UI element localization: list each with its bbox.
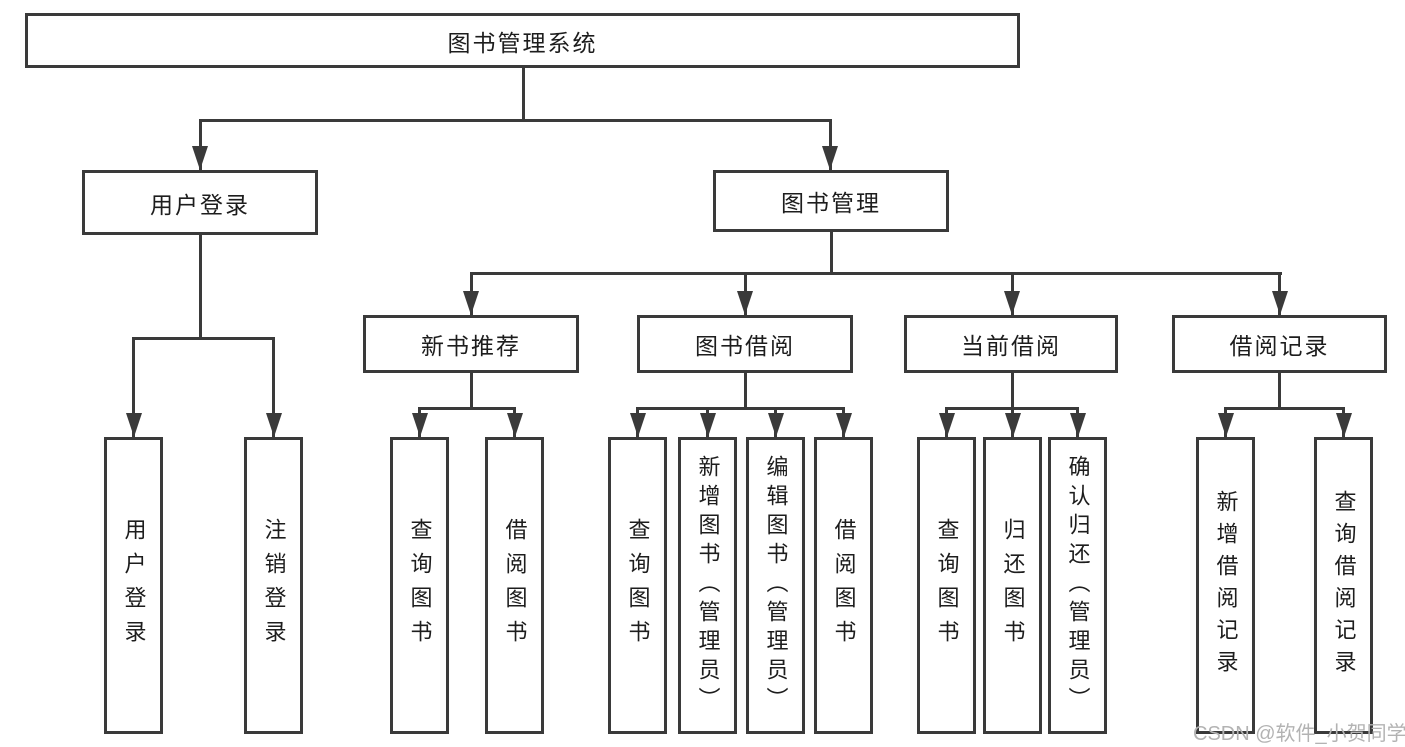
leaf-edit-book-admin: 编辑图书（管理员） <box>746 437 805 734</box>
connector-line <box>1224 407 1345 410</box>
node-label: 新增图书（管理员） <box>695 455 721 716</box>
node-label: 编辑图书（管理员） <box>763 455 789 716</box>
arrow-down-icon <box>1004 413 1021 437</box>
connector-line <box>132 337 135 437</box>
arrow-down-icon <box>1335 413 1352 437</box>
watermark-text: CSDN @软件_小贺同学 <box>1193 723 1405 745</box>
arrow-down-icon <box>737 291 753 315</box>
leaf-query-book-borrow: 查询图书 <box>608 437 667 734</box>
node-label: 查询图书 <box>407 517 433 654</box>
arrow-down-icon <box>629 413 646 437</box>
arrow-down-icon <box>822 146 838 170</box>
connector-line <box>272 337 275 437</box>
arrow-down-icon <box>1271 291 1288 315</box>
connector-line <box>469 272 1282 275</box>
arrow-down-icon <box>767 413 784 437</box>
connector-line <box>198 235 202 340</box>
node-label: 图书借阅 <box>695 333 795 359</box>
arrow-down-icon <box>265 413 282 437</box>
connector-line <box>132 337 275 340</box>
node-label: 用户登录 <box>150 191 250 218</box>
connector-line <box>198 119 202 170</box>
connector-line <box>418 407 516 410</box>
connector-line <box>636 407 845 410</box>
arrow-down-icon <box>463 291 479 315</box>
leaf-logout: 注销登录 <box>244 437 303 734</box>
node-current-borrow: 当前借阅 <box>904 315 1118 373</box>
leaf-query-borrow-record: 查询借阅记录 <box>1314 437 1373 734</box>
node-label: 新书推荐 <box>421 333 521 359</box>
node-label: 当前借阅 <box>961 333 1061 359</box>
connector-line <box>469 373 473 410</box>
leaf-user-login: 用户登录 <box>104 437 163 734</box>
connector-line <box>521 68 525 120</box>
arrow-down-icon <box>938 413 955 437</box>
leaf-add-borrow-record: 新增借阅记录 <box>1196 437 1255 734</box>
node-label: 归还图书 <box>1000 517 1026 654</box>
node-book-borrow: 图书借阅 <box>637 315 853 373</box>
node-label: 图书管理系统 <box>447 29 598 56</box>
connector-line <box>198 119 831 122</box>
node-label: 借阅记录 <box>1229 333 1330 359</box>
node-label: 借阅图书 <box>502 517 528 654</box>
leaf-confirm-return-admin: 确认归还（管理员） <box>1048 437 1107 734</box>
arrow-down-icon <box>506 413 523 437</box>
connector-line <box>829 232 833 275</box>
arrow-down-icon <box>1004 291 1020 315</box>
arrow-down-icon <box>192 146 208 170</box>
connector-line <box>1278 373 1281 410</box>
node-user-login: 用户登录 <box>82 170 318 235</box>
leaf-add-book-admin: 新增图书（管理员） <box>678 437 737 734</box>
node-label: 新增借阅记录 <box>1213 489 1239 682</box>
arrow-down-icon <box>699 413 716 437</box>
connector-line <box>743 373 747 410</box>
node-label: 图书管理 <box>781 190 881 216</box>
arrow-down-icon <box>411 413 428 437</box>
node-book-management: 图书管理 <box>713 170 949 232</box>
leaf-borrow-book-recommend: 借阅图书 <box>485 437 544 734</box>
leaf-query-book-recommend: 查询图书 <box>390 437 449 734</box>
node-label: 查询图书 <box>934 517 960 654</box>
node-borrow-records: 借阅记录 <box>1172 315 1387 373</box>
node-label: 注销登录 <box>261 517 287 654</box>
node-label: 用户登录 <box>121 517 147 654</box>
connector-line <box>1010 373 1014 410</box>
arrow-down-icon <box>125 413 142 437</box>
leaf-return-book: 归还图书 <box>983 437 1042 734</box>
node-library-system: 图书管理系统 <box>25 13 1020 68</box>
arrow-down-icon <box>1069 413 1086 437</box>
node-label: 查询借阅记录 <box>1331 489 1357 682</box>
node-label: 查询图书 <box>625 517 651 654</box>
leaf-query-book-current: 查询图书 <box>917 437 976 734</box>
leaf-borrow-book-borrow: 借阅图书 <box>814 437 873 734</box>
node-label: 确认归还（管理员） <box>1065 455 1091 716</box>
arrow-down-icon <box>835 413 852 437</box>
node-new-book-recommend: 新书推荐 <box>363 315 579 373</box>
connector-line <box>828 119 832 170</box>
node-label: 借阅图书 <box>831 517 857 654</box>
arrow-down-icon <box>1217 413 1234 437</box>
